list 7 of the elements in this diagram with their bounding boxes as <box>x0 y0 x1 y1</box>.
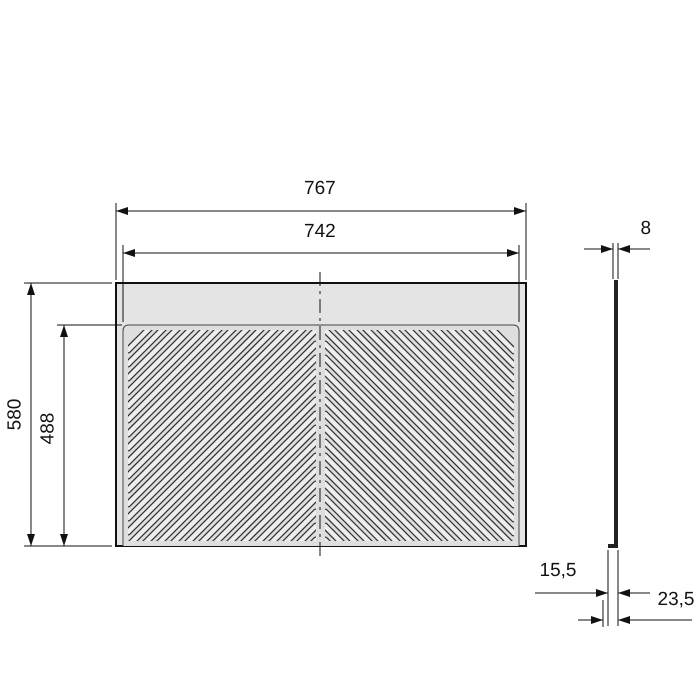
dimension-label: 15,5 <box>540 560 576 580</box>
dimension-label: 23,5 <box>658 590 694 608</box>
dimension-label: 488 <box>38 412 58 444</box>
dimension-label: 580 <box>5 398 24 430</box>
dimension-label: 767 <box>304 178 336 198</box>
dimension-label: 8 <box>640 218 652 238</box>
dimension-label: 742 <box>304 222 336 240</box>
